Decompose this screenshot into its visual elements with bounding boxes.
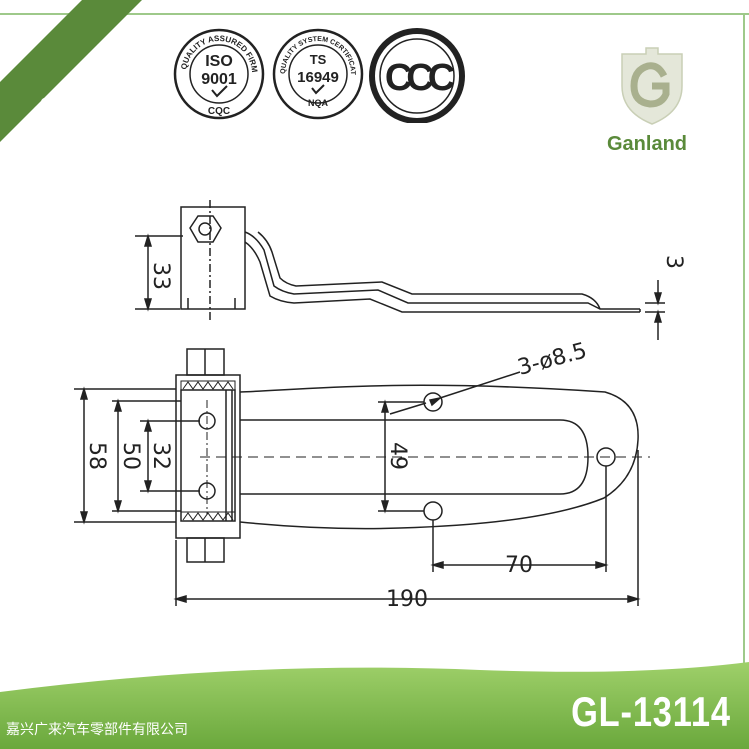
dim-58 <box>74 386 176 525</box>
ccc-badge: CCC <box>369 28 465 123</box>
check-icon <box>211 85 228 98</box>
ts-number: 16949 <box>297 69 339 86</box>
cqc-text: CQC <box>208 106 230 117</box>
hinge-leaf <box>239 384 639 530</box>
nut-hex <box>189 215 222 243</box>
ccc-mark: CCC <box>385 57 455 99</box>
dim-label-58: 58 <box>84 442 109 470</box>
shield-g-logo-icon <box>621 47 683 125</box>
dim-label-3: 3 <box>661 255 686 269</box>
top-view <box>175 348 650 563</box>
dim-3 <box>645 280 665 340</box>
ts-text: TS <box>310 52 327 67</box>
dim-190 <box>173 450 641 606</box>
hole-leader <box>389 371 521 415</box>
dim-label-33: 33 <box>148 262 173 290</box>
brand-name: Ganland <box>607 133 688 155</box>
company-name: 嘉兴广来汽车零部件有限公司 <box>6 722 188 738</box>
dim-32 <box>140 418 200 494</box>
dim-label-hole-spec: 3-ø8.5 <box>515 338 589 380</box>
dim-70 <box>430 466 609 572</box>
dim-49 <box>378 399 424 514</box>
dim-label-32: 32 <box>148 442 173 470</box>
dim-label-49: 49 <box>385 442 410 470</box>
dim-50 <box>112 398 181 514</box>
hinge-barrel-side <box>180 206 246 310</box>
dim-label-70: 70 <box>505 553 533 578</box>
part-number: GL-13114 <box>571 688 731 735</box>
hatched-pads <box>180 380 236 522</box>
iso-text: ISO <box>205 53 233 70</box>
side-view <box>180 200 641 320</box>
mount-hole-bottom <box>423 501 443 521</box>
footer-banner <box>0 662 749 749</box>
check-icon <box>311 84 325 95</box>
nqa-text: NQA <box>308 98 329 108</box>
ribbon-band <box>0 0 142 142</box>
dim-label-50: 50 <box>118 442 143 470</box>
certification-logos: QUALITY ASSURED FIRM ISO 9001 CQC QUALIT… <box>172 28 465 123</box>
dim-label-190: 190 <box>386 587 428 612</box>
iso-number: 9001 <box>201 71 237 88</box>
since-ribbon: Since 2004 <box>0 0 142 142</box>
dim-33 <box>135 233 183 312</box>
